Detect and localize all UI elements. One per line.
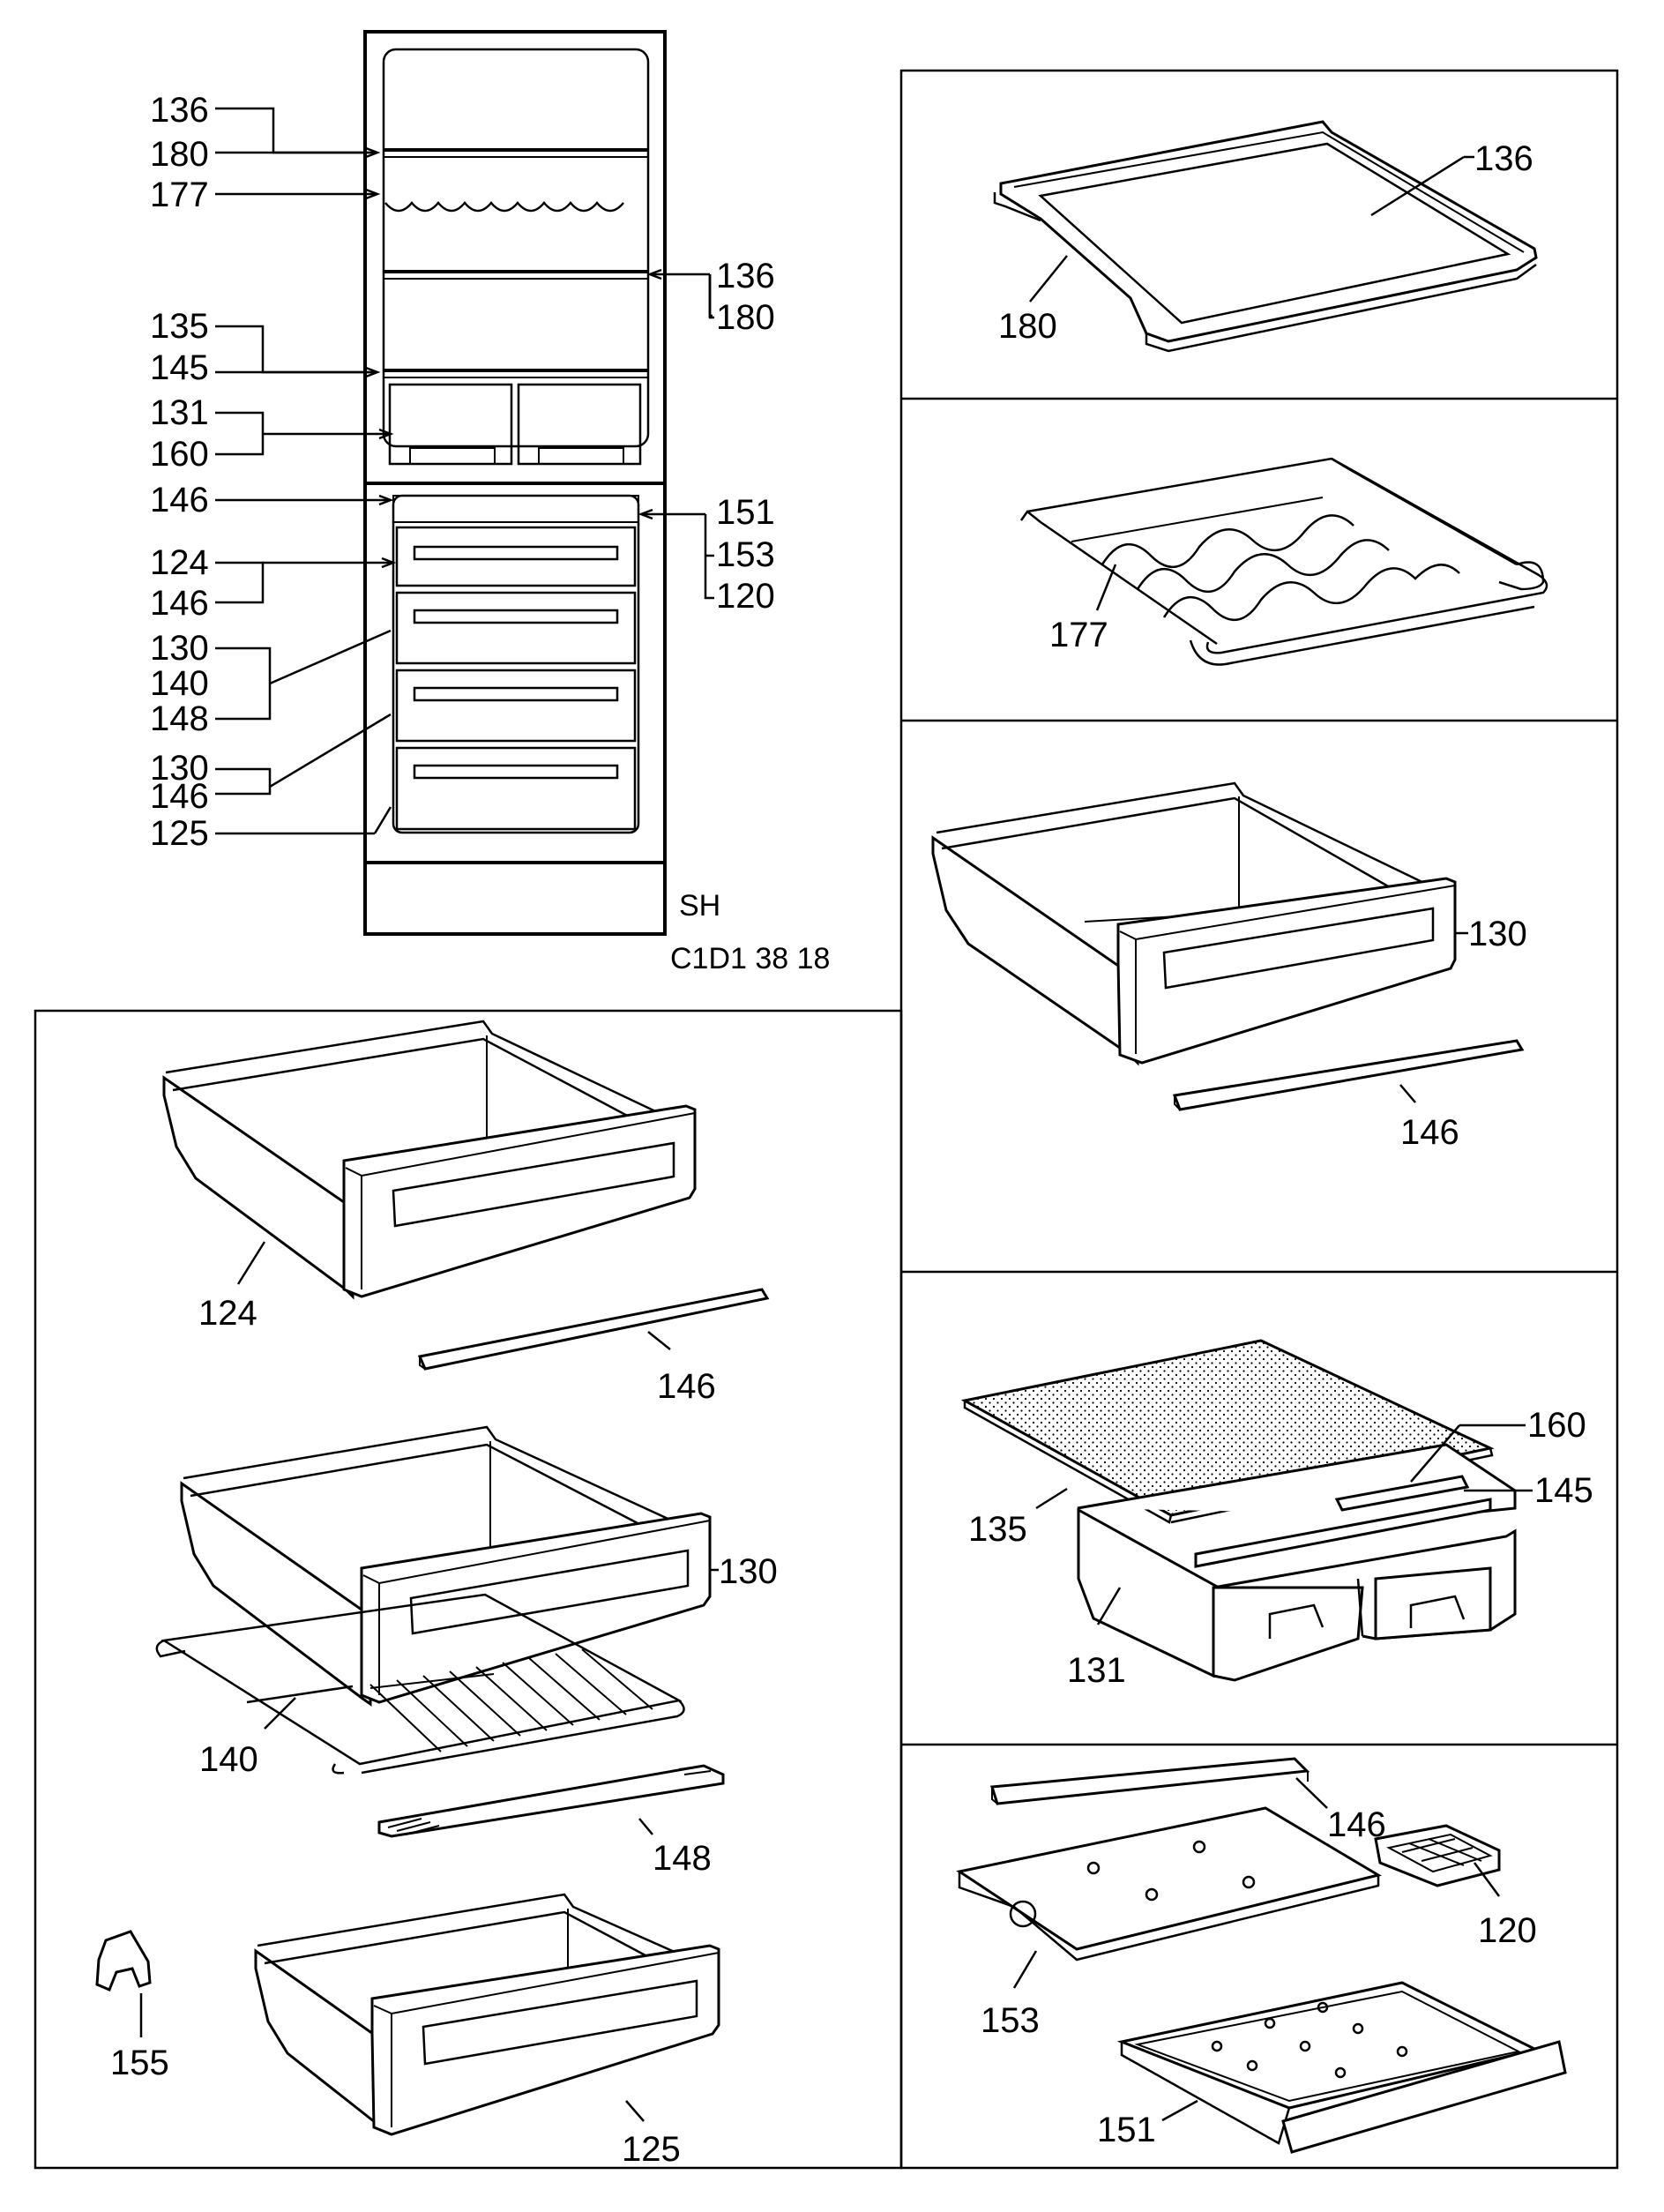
panel-vegetable-bins: 160 145 135 131 xyxy=(960,1339,1593,1690)
label-180: 180 xyxy=(716,298,775,337)
label-148: 148 xyxy=(150,699,209,738)
label-180: 180 xyxy=(998,307,1057,346)
label-130: 130 xyxy=(719,1552,778,1591)
label-145: 145 xyxy=(1534,1471,1593,1510)
label-148: 148 xyxy=(653,1839,712,1878)
label-124: 124 xyxy=(198,1294,257,1333)
label-177: 177 xyxy=(1049,616,1108,654)
label-151: 151 xyxy=(1097,2111,1156,2149)
panel-borders xyxy=(34,69,1619,2170)
label-136: 136 xyxy=(150,91,209,130)
label-136: 136 xyxy=(1474,139,1533,178)
overview-labels: 136 180 177 136 180 135 145 131 160 146 … xyxy=(150,91,830,975)
label-146: 146 xyxy=(1327,1805,1386,1844)
label-140: 140 xyxy=(150,664,209,703)
panel-wine-rack: 177 xyxy=(1019,457,1548,666)
label-153: 153 xyxy=(981,2001,1040,2040)
label-131: 131 xyxy=(150,393,209,432)
panel-freezer-tray: 146 120 153 151 xyxy=(956,1757,1567,2154)
model-code: SH xyxy=(679,889,720,923)
label-120: 120 xyxy=(716,577,775,616)
label-124: 124 xyxy=(150,543,209,582)
label-130: 130 xyxy=(150,629,209,668)
label-130: 130 xyxy=(150,749,209,788)
label-155: 155 xyxy=(110,2044,169,2082)
label-151: 151 xyxy=(716,493,775,532)
label-135: 135 xyxy=(968,1510,1027,1549)
panel-freezer-drawers: 124 146 130 140 148 xyxy=(95,1020,778,2169)
label-125: 125 xyxy=(622,2130,681,2169)
label-146: 146 xyxy=(657,1367,716,1406)
label-153: 153 xyxy=(716,535,775,574)
label-180: 180 xyxy=(150,135,209,174)
label-130: 130 xyxy=(1468,915,1527,953)
drawing-code: C1D1 38 18 xyxy=(670,942,830,975)
label-160: 160 xyxy=(150,435,209,474)
label-177: 177 xyxy=(150,176,209,214)
label-146: 146 xyxy=(150,584,209,623)
panel-crisper: 130 146 xyxy=(931,781,1527,1152)
label-131: 131 xyxy=(1067,1651,1126,1690)
label-125: 125 xyxy=(150,814,209,853)
fridge-overview xyxy=(363,30,667,936)
label-146: 146 xyxy=(150,777,209,816)
label-136: 136 xyxy=(716,257,775,295)
overview-leaders xyxy=(215,107,714,835)
label-145: 145 xyxy=(150,348,209,387)
label-160: 160 xyxy=(1527,1406,1586,1445)
label-140: 140 xyxy=(199,1740,258,1779)
label-146: 146 xyxy=(150,481,209,519)
label-120: 120 xyxy=(1478,1911,1537,1950)
label-135: 135 xyxy=(150,307,209,346)
panel-shelf: 136 180 xyxy=(993,120,1538,353)
label-146: 146 xyxy=(1400,1113,1459,1152)
